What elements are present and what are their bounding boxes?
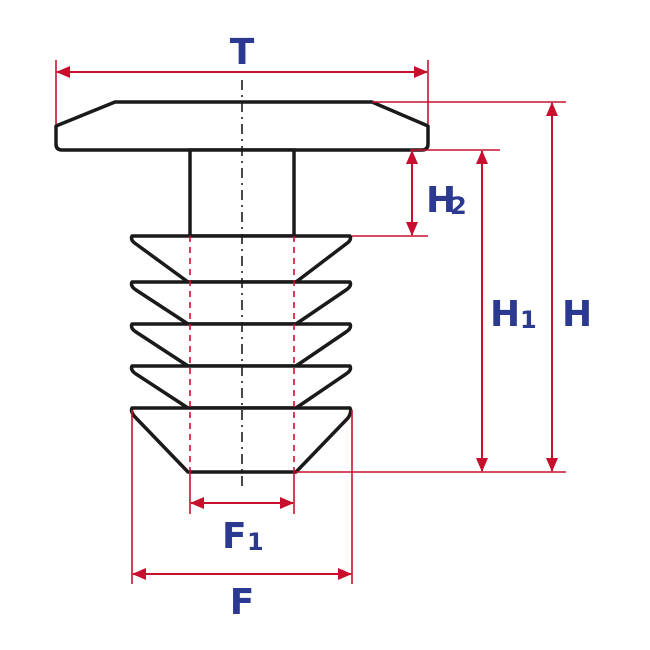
- clip-fin-3: [129, 322, 353, 368]
- label-t: T: [230, 32, 255, 73]
- label-h2: H: [426, 180, 456, 221]
- clip-fin-4: [129, 364, 353, 410]
- label-f: F: [230, 582, 255, 623]
- label-f1: F: [222, 516, 247, 557]
- clip-fin-5: [129, 406, 353, 474]
- label-h: H: [562, 294, 592, 335]
- label-h1: H: [490, 294, 520, 335]
- label-f1-subscript: 1: [247, 528, 264, 556]
- clip-fin-1: [129, 234, 353, 284]
- label-h2-subscript: 2: [450, 192, 467, 220]
- label-h1-subscript: 1: [520, 306, 537, 334]
- clip-fin-2: [129, 280, 353, 326]
